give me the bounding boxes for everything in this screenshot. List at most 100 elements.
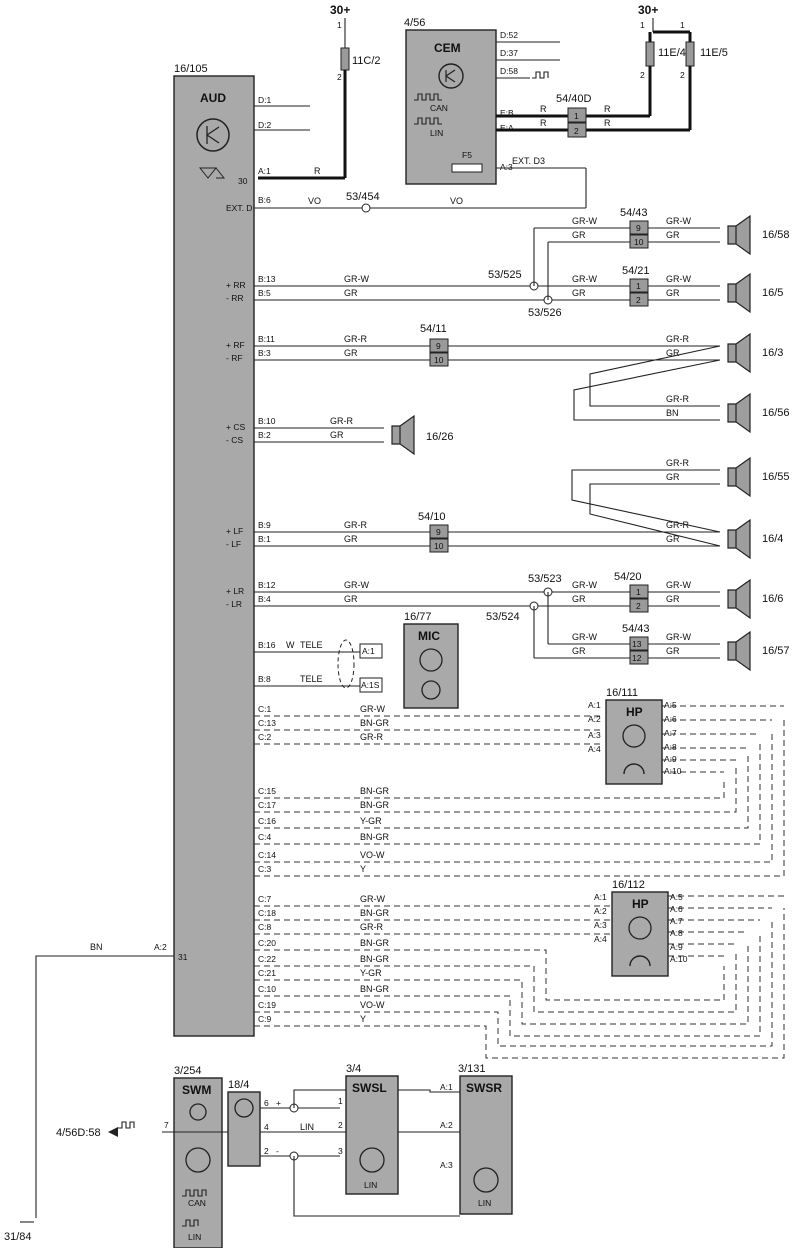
- speaker-16-4: 16/4: [762, 533, 783, 545]
- aud-pin-d1: D:1: [258, 95, 272, 105]
- hp2-r-a5: A:5: [670, 892, 683, 902]
- conn-54-43b: 54/43: [622, 623, 650, 635]
- swsl-pin2: 2: [338, 1120, 343, 1130]
- aud-ref: 16/105: [174, 63, 208, 75]
- pin-c22: C:22: [258, 954, 276, 964]
- l6-gr: GR: [572, 594, 586, 604]
- hp2-bngr-c10: BN-GR: [360, 984, 390, 994]
- r58-gr2: GR: [666, 230, 680, 240]
- ch-plus-rr: + RR: [226, 280, 246, 290]
- l55-gr: GR: [666, 472, 680, 482]
- hp1-bngr-c17: BN-GR: [360, 800, 390, 810]
- hp2-vow: VO-W: [360, 1000, 385, 1010]
- hp1-transistor-icon: [622, 724, 646, 748]
- c5443b-p13: 13: [632, 639, 642, 649]
- hp2-module: [611, 891, 669, 977]
- hp1-l-a1: A:1: [588, 700, 601, 710]
- aud-pin31: 31: [178, 952, 188, 962]
- hp1-grw: GR-W: [360, 704, 385, 714]
- rf-gr: GR: [344, 348, 358, 358]
- aud-module: [173, 75, 255, 1037]
- hp2-r-a10: A:10: [670, 954, 688, 964]
- pin-c2: C:2: [258, 732, 272, 742]
- swsl-pin3: 3: [338, 1146, 343, 1156]
- l57-grw2: GR-W: [666, 632, 691, 642]
- swsr-pin-a3: A:3: [440, 1160, 453, 1170]
- l6-grw: GR-W: [572, 580, 597, 590]
- ground-31-84: 31/84: [4, 1231, 32, 1243]
- hp1-bngr-c4: BN-GR: [360, 832, 390, 842]
- rf-grr: GR-R: [344, 334, 367, 344]
- swsl-title: SWSL: [352, 1081, 387, 1095]
- ch-plus-cs: + CS: [226, 422, 245, 432]
- c5440d-p2: 2: [574, 126, 579, 136]
- c5411-p10: 10: [434, 355, 444, 365]
- ground-bn: BN: [90, 942, 103, 952]
- conn-54-11: 54/11: [420, 323, 447, 335]
- hp1-grr: GR-R: [360, 732, 383, 742]
- l55-grr: GR-R: [666, 458, 689, 468]
- conn-54-21: 54/21: [622, 265, 650, 277]
- fuse-11c2: [340, 47, 350, 71]
- fuse-e5-pin2: 2: [680, 70, 685, 80]
- speaker-16-55: 16/55: [762, 471, 790, 483]
- conn-54-10: 54/10: [418, 511, 446, 523]
- hp2-l-a2: A:2: [594, 906, 607, 916]
- fuse-e5-pin1: 1: [680, 20, 685, 30]
- ch-plus-rf: + RF: [226, 340, 245, 350]
- hp2-bngr-c22: BN-GR: [360, 954, 390, 964]
- pin-b3: B:3: [258, 348, 271, 358]
- c5411-p9: 9: [436, 341, 441, 351]
- r58-grw2: GR-W: [666, 216, 691, 226]
- fuse-11e4: [645, 41, 655, 67]
- pin-c18: C:18: [258, 908, 276, 918]
- tele-label-2: TELE: [300, 674, 323, 684]
- mic-pin-a1s: A:1S: [361, 680, 380, 690]
- wire-r-eb2: R: [604, 104, 611, 114]
- aud-pin30: 30: [238, 176, 248, 186]
- speaker-16-3: 16/3: [762, 347, 783, 359]
- wire-r-eb: R: [540, 104, 547, 114]
- pin-c21: C:21: [258, 968, 276, 978]
- mic-module: [403, 623, 459, 709]
- c5420-p2: 2: [636, 601, 641, 611]
- l57-grw: GR-W: [572, 632, 597, 642]
- wire-r-a1: R: [314, 166, 321, 176]
- swm-transistor-icon: [185, 1147, 211, 1173]
- cem-pin-d58: D:58: [500, 66, 518, 76]
- cem-pin-ea: E:A: [500, 123, 514, 133]
- pin-b5: B:5: [258, 288, 271, 298]
- hp1-r-a8: A:8: [664, 742, 677, 752]
- l6-gr2: GR: [666, 594, 680, 604]
- hp1-module: [605, 699, 663, 785]
- mic-pin-a1: A:1: [362, 646, 375, 656]
- cem-lin: LIN: [430, 128, 443, 138]
- rf-gr2: GR: [666, 348, 680, 358]
- rr-gr: GR: [344, 288, 358, 298]
- cs-gr: GR: [330, 430, 344, 440]
- headphones-icon: [623, 763, 645, 775]
- swsr-ref: 3/131: [458, 1063, 486, 1075]
- pin-b4: B:4: [258, 594, 271, 604]
- c5443a-p9: 9: [636, 223, 641, 233]
- r5-grw2: GR-W: [666, 274, 691, 284]
- swsl-ref: 3/4: [346, 1063, 361, 1075]
- conn-53-524: 53/524: [486, 611, 520, 623]
- hp1-title: HP: [626, 705, 643, 719]
- l6-grw2: GR-W: [666, 580, 691, 590]
- hp2-title: HP: [632, 897, 649, 911]
- hp1-r-a10: A:10: [664, 766, 682, 776]
- pin-b10: B:10: [258, 416, 276, 426]
- swsr-title: SWSR: [466, 1081, 502, 1095]
- cs-grr: GR-R: [330, 416, 353, 426]
- r5-gr2: GR: [666, 288, 680, 298]
- swm-title: SWM: [182, 1083, 211, 1097]
- rr-grw: GR-W: [344, 274, 369, 284]
- pin-b1: B:1: [258, 534, 271, 544]
- speaker-16-58: 16/58: [762, 229, 790, 241]
- conn184-plus: +: [276, 1098, 281, 1108]
- speaker-16-57: 16/57: [762, 645, 790, 657]
- lf-grr2: GR-R: [666, 520, 689, 530]
- pin-b8: B:8: [258, 674, 271, 684]
- cem-pin-a3: A:3: [500, 162, 513, 172]
